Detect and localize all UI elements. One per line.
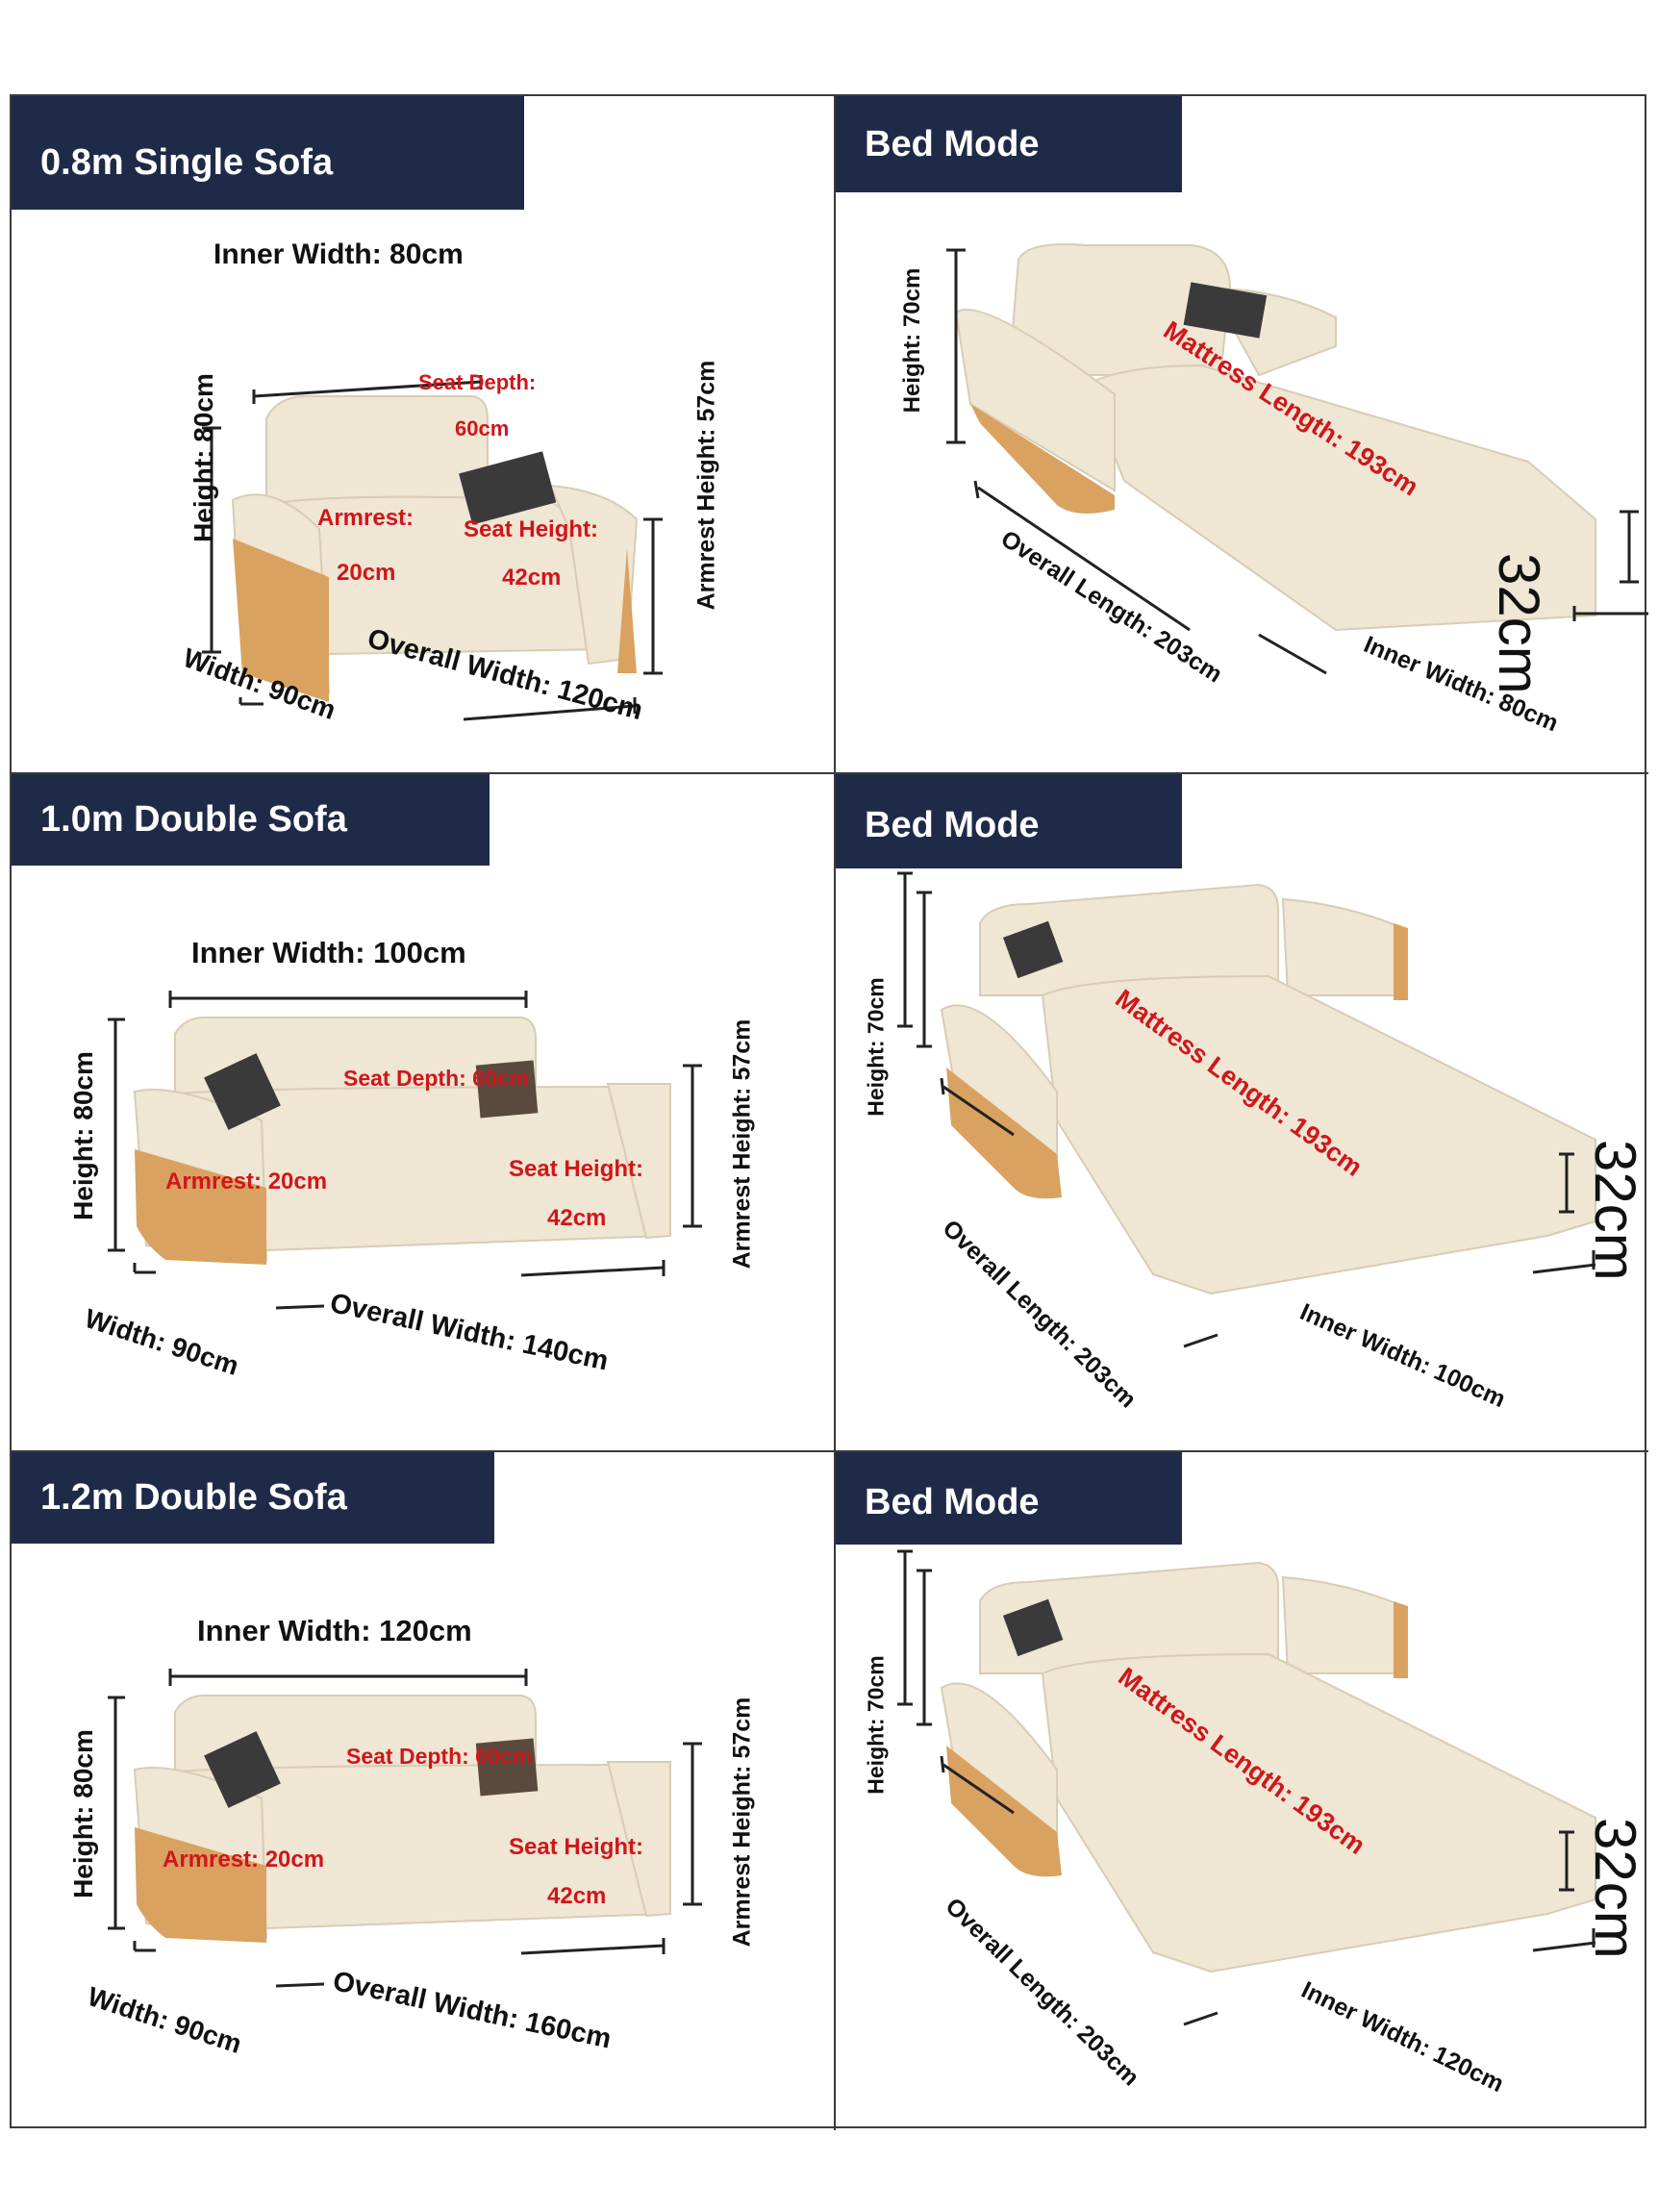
- bed-mode-80-image: [946, 243, 1648, 675]
- panel-double-sofa-120: 1.2m Double Sofa Inner Width: 120cm Heig…: [12, 1452, 836, 2130]
- panel-title: 1.0m Double Sofa: [12, 774, 490, 866]
- height-label: Height: 70cm: [899, 267, 925, 414]
- panel-double-sofa-100: 1.0m Double Sofa Inner Width: 100cm Heig…: [12, 774, 836, 1452]
- seat-depth-label: Seat Depth: 60cm: [346, 1744, 533, 1769]
- armrest-label: Armrest:: [317, 505, 414, 531]
- double-sofa-120-image: [108, 1669, 702, 1988]
- bed-mode-120-image: [897, 1549, 1596, 2026]
- armrest-height-label: Armrest Height: 57cm: [728, 1697, 756, 1948]
- seat-height-value: 42cm: [502, 565, 562, 591]
- panel-title: 1.2m Double Sofa: [12, 1452, 494, 1544]
- seat-height-label: Seat Height:: [509, 1156, 644, 1182]
- bed-mode-100-image: [897, 871, 1596, 1348]
- panel-title: Bed Mode: [836, 774, 1182, 868]
- seat-depth-label: Seat Depth: 60cm: [343, 1066, 530, 1091]
- height-label: Height: 80cm: [68, 1051, 98, 1220]
- seat-depth-label: Seat Depth:: [418, 370, 537, 394]
- armrest-height-label: Armrest Height: 57cm: [728, 1018, 756, 1269]
- panel-bed-mode-120: Bed Mode Height: 70cm Overall Length: 20…: [836, 1452, 1648, 2130]
- single-sofa-image: [202, 375, 663, 721]
- product-dimension-grid: 0.8m Single Sofa Inner Width: 80cm Heigh…: [10, 94, 1648, 2130]
- panel-bed-mode-80: Bed Mode Height: 70cm Overall Length: 20…: [836, 96, 1648, 774]
- panel-title: Bed Mode: [836, 1452, 1182, 1545]
- armrest-height-label: Armrest Height: 57cm: [692, 360, 720, 611]
- seat-height-label: Seat Height:: [464, 516, 599, 542]
- double-sofa-100-image: [108, 991, 702, 1310]
- panel-title: 0.8m Single Sofa: [12, 96, 524, 210]
- armrest-label: Armrest: 20cm: [165, 1169, 328, 1194]
- panel-title: Bed Mode: [836, 96, 1182, 192]
- height-label: Height: 70cm: [863, 977, 889, 1117]
- armrest-label: Armrest: 20cm: [163, 1847, 325, 1873]
- leg-height-label: 32cm: [1583, 1140, 1647, 1281]
- seat-depth-value: 60cm: [455, 416, 510, 440]
- height-label: Height: 80cm: [68, 1729, 98, 1898]
- seat-height-label: Seat Height:: [509, 1834, 644, 1860]
- armrest-value: 20cm: [337, 560, 396, 586]
- seat-height-value: 42cm: [547, 1205, 607, 1231]
- height-label: Height: 80cm: [188, 373, 218, 542]
- inner-width-label: Inner Width: 80cm: [214, 239, 464, 270]
- inner-width-label: Inner Width: 120cm: [197, 1614, 472, 1647]
- seat-height-value: 42cm: [547, 1883, 607, 1909]
- panel-single-sofa: 0.8m Single Sofa Inner Width: 80cm Heigh…: [12, 96, 836, 774]
- panel-bed-mode-100: Bed Mode Height: 70cm Overall Length: 20…: [836, 774, 1648, 1452]
- inner-width-label: Inner Width: 100cm: [191, 936, 466, 969]
- leg-height-label: 32cm: [1487, 553, 1551, 694]
- height-label: Height: 70cm: [863, 1655, 889, 1795]
- leg-height-label: 32cm: [1583, 1818, 1647, 1959]
